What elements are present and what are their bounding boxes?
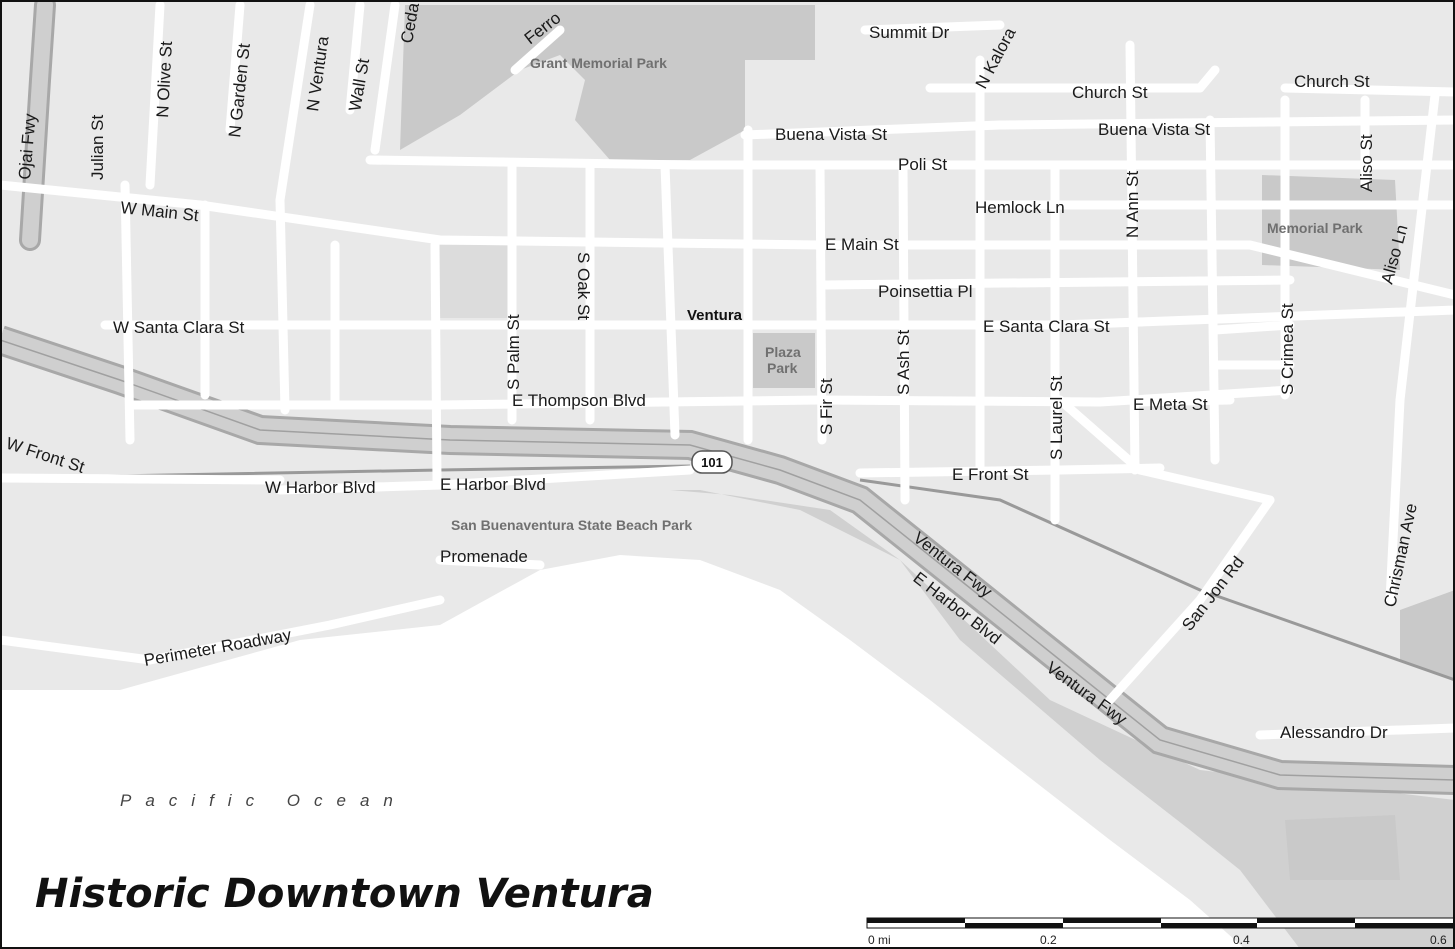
buena-vista-st[interactable] [740, 115, 1455, 140]
ojai-fwy[interactable] [22, 0, 53, 248]
scale-label-2: 0.4 [1233, 933, 1250, 947]
road-c[interactable] [430, 240, 442, 485]
label-poinsettia: Poinsettia Pl [878, 282, 973, 301]
pacific-ocean-area [0, 555, 1245, 949]
n-garden-st[interactable] [225, 0, 245, 135]
highway-101-shield: 101 [691, 450, 733, 474]
lot-southeast [1285, 815, 1400, 880]
promenade[interactable] [435, 555, 545, 570]
highway-101-number: 101 [701, 455, 723, 470]
road-g[interactable] [1055, 395, 1275, 505]
ferro-dr[interactable] [510, 25, 565, 75]
city-label: Ventura [687, 307, 743, 324]
label-s-laurel: S Laurel St [1047, 376, 1066, 460]
front-st-east[interactable] [855, 463, 1165, 478]
label-alessandro: Alessandro Dr [1280, 723, 1388, 742]
label-summit: Summit Dr [869, 23, 950, 42]
label-s-fir: S Fir St [817, 378, 836, 435]
front-st-west[interactable] [0, 473, 285, 485]
grant-park-label: Grant Memorial Park [530, 55, 667, 71]
label-aliso: Aliso St [1357, 134, 1376, 192]
beach-park-label: San Buenaventura State Beach Park [451, 517, 692, 533]
label-buena-vista-2: Buena Vista St [1098, 120, 1210, 139]
plaza-park-area [753, 333, 815, 388]
julian-st[interactable] [120, 180, 135, 445]
label-church-1: Church St [1072, 83, 1148, 102]
label-s-palm: S Palm St [504, 314, 523, 390]
memorial-park-label: Memorial Park [1267, 220, 1363, 236]
park-east [1400, 590, 1455, 680]
ventura-fwy-centerline [0, 339, 1455, 781]
scale-bar: 0 mi 0.2 0.4 0.6 [866, 917, 1455, 947]
label-e-meta: E Meta St [1133, 395, 1208, 414]
scale-label-3: 0.6 [1430, 933, 1447, 947]
label-n-ann: N Ann St [1123, 171, 1142, 238]
scale-label-1: 0.2 [1040, 933, 1057, 947]
n-ventura[interactable] [275, 0, 315, 415]
label-church-2: Church St [1294, 72, 1370, 91]
plaza-park-label-2: Park [767, 360, 798, 376]
church-st[interactable] [925, 65, 1220, 93]
label-w-santa-clara: W Santa Clara St [113, 318, 245, 337]
label-poli: Poli St [898, 155, 947, 174]
s-ash-st[interactable] [898, 160, 910, 505]
n-ann-st[interactable] [1125, 40, 1140, 475]
label-e-harbor: E Harbor Blvd [440, 475, 546, 494]
label-w-harbor: W Harbor Blvd [265, 478, 376, 497]
label-hemlock: Hemlock Ln [975, 198, 1065, 217]
ocean-label: Pacific Ocean [120, 791, 407, 810]
perimeter-roadway[interactable] [0, 595, 445, 665]
scale-label-0: 0 mi [868, 933, 891, 947]
street-grid [0, 0, 1455, 740]
san-jon-rd[interactable] [1105, 495, 1275, 705]
poli-st[interactable] [365, 155, 1455, 170]
road-f[interactable] [1205, 115, 1220, 465]
label-n-olive: N Olive St [153, 41, 176, 119]
plaza-park-label-1: Plaza [765, 344, 801, 360]
label-promenade: Promenade [440, 547, 528, 566]
road-d[interactable] [660, 160, 680, 440]
map-title: Historic Downtown Ventura [35, 871, 654, 917]
label-s-ash: S Ash St [894, 330, 913, 395]
grant-memorial-park-area [400, 5, 815, 160]
block-road-2[interactable] [1210, 320, 1295, 335]
wall-st[interactable] [345, 0, 365, 115]
summit-dr[interactable] [860, 20, 1005, 35]
cedar-st[interactable] [370, 0, 400, 155]
label-e-front: E Front St [952, 465, 1029, 484]
beach-park-area [440, 490, 1455, 949]
label-buena-vista-1: Buena Vista St [775, 125, 887, 144]
memorial-park-area [1262, 175, 1400, 270]
block-shade [435, 245, 510, 318]
harbor-blvd[interactable] [275, 465, 695, 495]
s-fir-st[interactable] [815, 160, 827, 445]
label-e-santa-clara: E Santa Clara St [983, 317, 1110, 336]
label-s-oak: S Oak St [574, 252, 593, 320]
label-e-thompson: E Thompson Blvd [512, 391, 646, 410]
church-st-east[interactable] [1280, 83, 1455, 97]
alessandro-dr[interactable] [1255, 723, 1455, 740]
n-olive-st[interactable] [145, 0, 165, 190]
label-e-main: E Main St [825, 235, 899, 254]
label-julian: Julian St [88, 115, 107, 180]
label-s-crimea: S Crimea St [1278, 303, 1297, 395]
chrisman-ave[interactable] [1385, 90, 1440, 605]
